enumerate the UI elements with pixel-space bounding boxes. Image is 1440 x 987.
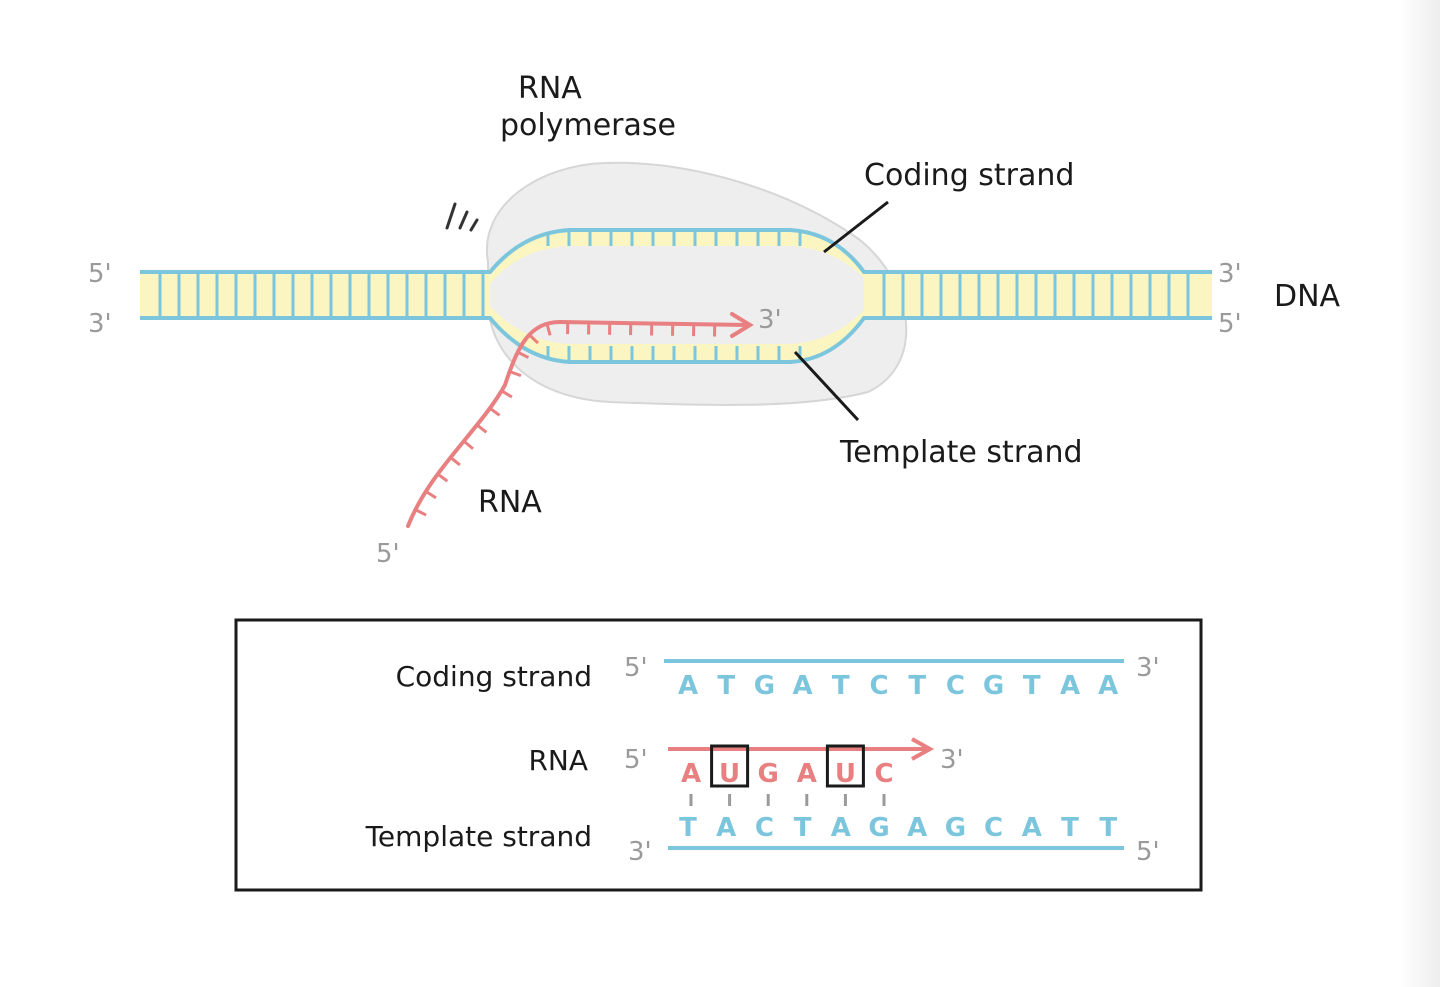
left-top-end-label: 5' (88, 259, 112, 289)
coding-base: G (754, 671, 775, 701)
rna-base: A (681, 759, 701, 789)
coding-strand-leader (823, 200, 889, 254)
rna-label: RNA (478, 485, 542, 520)
page-edge-shadow (1400, 0, 1440, 987)
box-rna-end: 3' (940, 745, 964, 775)
template-base: G (868, 813, 889, 843)
coding-base: T (717, 671, 735, 701)
rna-arrowhead (730, 312, 754, 338)
template-base: C (984, 813, 1003, 843)
rna-tail-end-label: 5' (376, 539, 400, 569)
coding-base: A (678, 671, 698, 701)
template-base: T (679, 813, 697, 843)
rna-tick (449, 456, 461, 467)
template-strand-leader (793, 350, 860, 422)
box-rna-arrowhead (911, 737, 935, 761)
template-base: A (831, 813, 851, 843)
leader-lines (793, 200, 889, 422)
rna-base: C (874, 759, 893, 789)
rna-strand (406, 312, 754, 528)
rna-base: U (719, 759, 740, 789)
rna-tip-end-label: 3' (758, 305, 782, 335)
rna-tick (509, 370, 522, 378)
template-strand-label: Template strand (839, 435, 1083, 470)
box-template-start: 3' (628, 837, 652, 867)
box-template-end: 5' (1136, 837, 1160, 867)
right-top-end-label: 3' (1218, 259, 1242, 289)
rna-base: G (758, 759, 779, 789)
uracil-highlight-box (825, 744, 865, 788)
rna-base: A (797, 759, 817, 789)
coding-base: A (1098, 671, 1118, 701)
template-base: T (1061, 813, 1079, 843)
rna-tick (528, 333, 540, 345)
template-base: C (755, 813, 774, 843)
rna-tick (476, 423, 488, 434)
box-coding-strand-label: Coding strand (396, 660, 592, 693)
rna-tick (517, 350, 530, 359)
rna-tick (489, 407, 501, 417)
left-bottom-end-label: 3' (88, 309, 112, 339)
rna-tick (414, 508, 427, 517)
sequence-comparison-box: Coding strand RNA Template strand 5' 3' … (234, 618, 1203, 892)
rna-tick (436, 472, 449, 483)
coding-base: A (1060, 671, 1080, 701)
rna-strand-line (406, 319, 750, 528)
coding-strand-line (140, 228, 1212, 274)
box-coding-end: 3' (1136, 653, 1160, 683)
base-pair-ticks (689, 794, 886, 806)
rna-base: U (835, 759, 856, 789)
box-rna-start: 5' (624, 745, 648, 775)
dna-label: DNA (1274, 279, 1341, 314)
polymerase-label-line2: polymerase (500, 108, 676, 143)
coding-strand-label: Coding strand (864, 158, 1074, 193)
motion-marks (445, 202, 479, 232)
coding-base: T (832, 671, 850, 701)
coding-base: A (793, 671, 813, 701)
rna-polymerase-blob (485, 161, 908, 406)
coding-base: G (983, 671, 1004, 701)
sequence-box-border (234, 618, 1203, 892)
template-strand-line (140, 316, 1212, 364)
rna-tick (425, 490, 437, 500)
box-coding-start: 5' (624, 653, 648, 683)
template-base: G (945, 813, 966, 843)
template-base: A (716, 813, 736, 843)
template-base: A (1022, 813, 1042, 843)
box-template-strand-label: Template strand (365, 820, 592, 853)
coding-base: C (869, 671, 888, 701)
dna-strands (140, 228, 1212, 364)
coding-base: T (908, 671, 926, 701)
right-bottom-end-label: 5' (1218, 309, 1242, 339)
coding-base: T (1023, 671, 1041, 701)
rna-tick (462, 439, 474, 450)
uracil-highlight-box (710, 744, 750, 788)
rna-tick (500, 389, 513, 399)
polymerase-label-line1: RNA (518, 71, 582, 106)
template-base: T (1099, 813, 1117, 843)
coding-base: C (946, 671, 965, 701)
rna-tick (545, 323, 552, 336)
template-base: A (907, 813, 927, 843)
rna-nucleotide-ticks (414, 322, 717, 517)
template-base: T (794, 813, 812, 843)
box-rna-label: RNA (528, 744, 588, 777)
base-pair-rungs (158, 232, 1190, 360)
